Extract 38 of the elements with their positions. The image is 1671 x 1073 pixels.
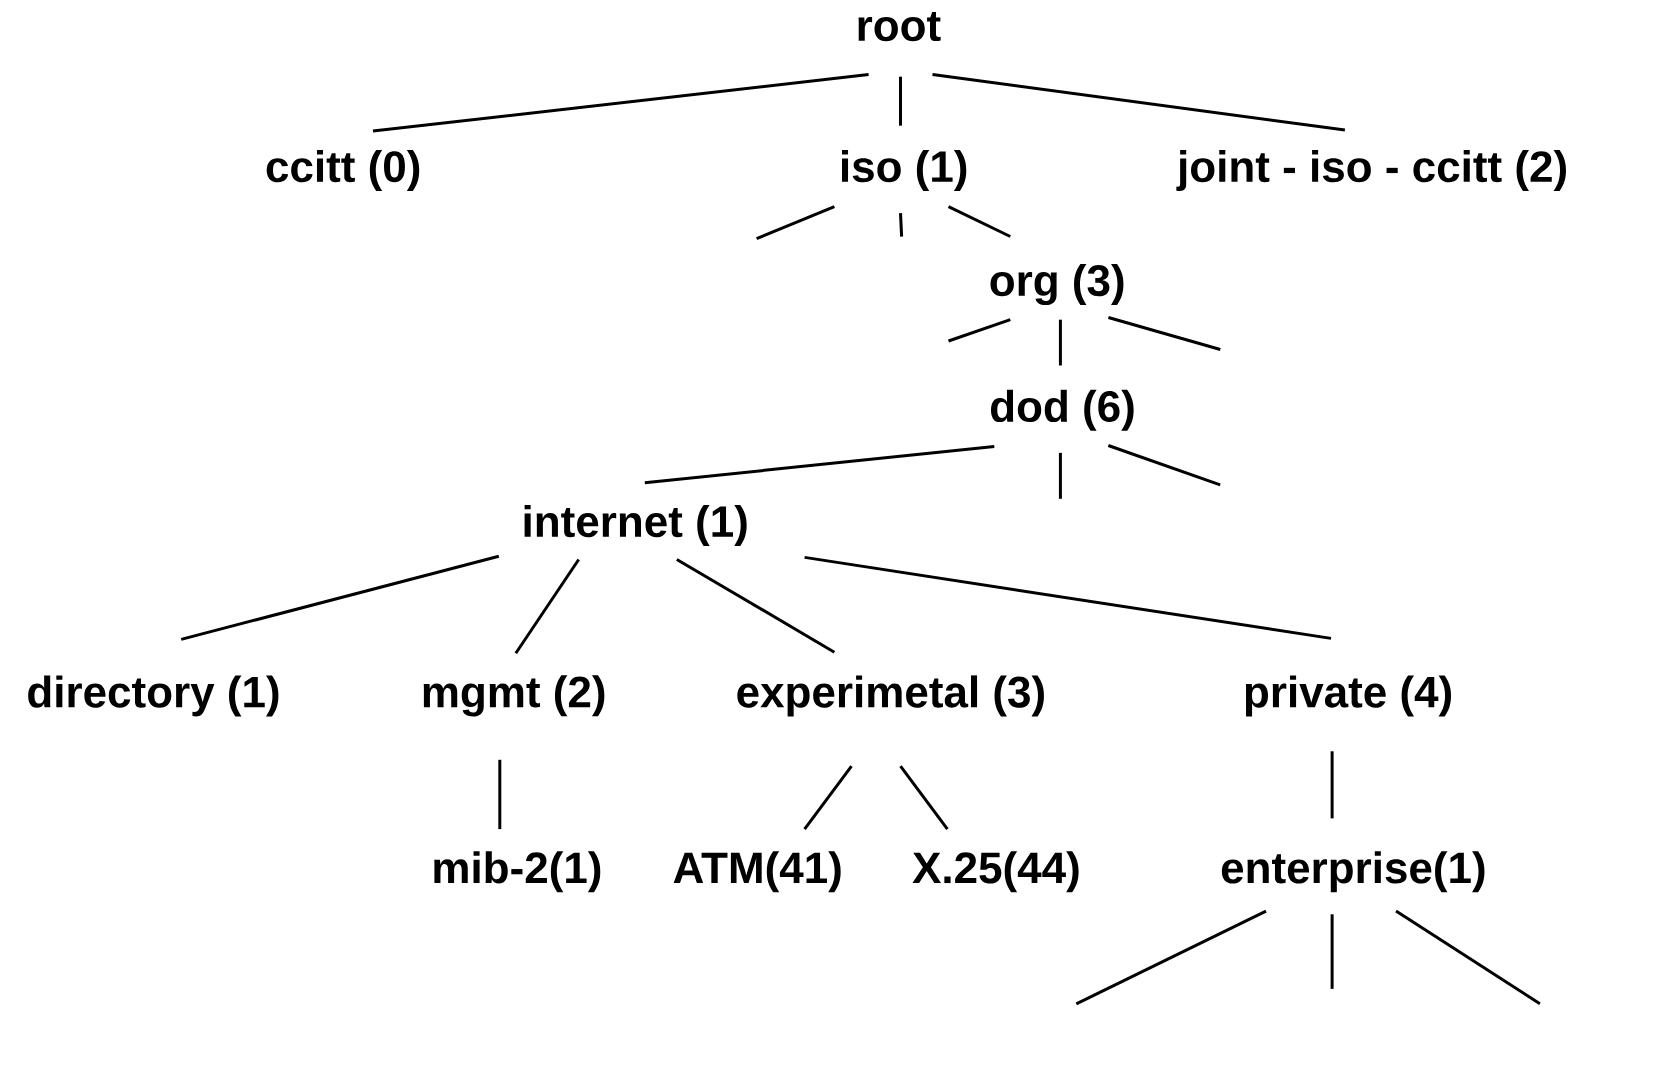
connector-line — [899, 76, 902, 126]
node-label: root — [858, 12, 941, 42]
connector-line — [1075, 909, 1267, 1006]
connector-line — [948, 318, 1011, 343]
connector-line — [1395, 909, 1541, 1006]
connector-line — [644, 445, 995, 485]
node-label: iso (1) — [842, 150, 967, 191]
node-label: private (4) — [1245, 675, 1451, 717]
connector-line — [803, 765, 853, 830]
connector-line — [932, 73, 1346, 132]
node-label: enterprise(1) — [1221, 851, 1485, 893]
connector-line — [1107, 444, 1221, 487]
node-label: joint - iso - ccitt (2) — [1176, 150, 1566, 191]
connector-line — [1330, 751, 1334, 819]
node-label: experimetal (3) — [737, 675, 1044, 717]
connector-line — [676, 558, 836, 654]
connector-line — [804, 555, 1332, 640]
connector-line — [1330, 914, 1334, 989]
connector-line — [1108, 316, 1221, 351]
connector-line — [498, 759, 502, 830]
node-label: directory (1) — [28, 675, 279, 717]
node-label: mgmt (2) — [423, 675, 605, 717]
connector-line — [899, 765, 949, 830]
node-label: dod (6) — [991, 389, 1134, 431]
node-label: mib-2(1) — [434, 851, 601, 893]
connector-line — [180, 554, 500, 641]
connector-line — [372, 73, 869, 133]
node-label: org (3) — [990, 263, 1124, 306]
connector-line — [947, 205, 1011, 238]
node-label: ATM(41) — [673, 851, 841, 893]
connector-line — [899, 213, 904, 237]
connector-line — [756, 205, 835, 241]
node-label: internet (1) — [524, 504, 747, 546]
node-label: X.25(44) — [912, 851, 1079, 893]
node-label: ccitt (0) — [266, 150, 420, 191]
connector-line — [1058, 319, 1062, 366]
connector-line — [514, 558, 580, 655]
connector-line — [1058, 452, 1062, 499]
